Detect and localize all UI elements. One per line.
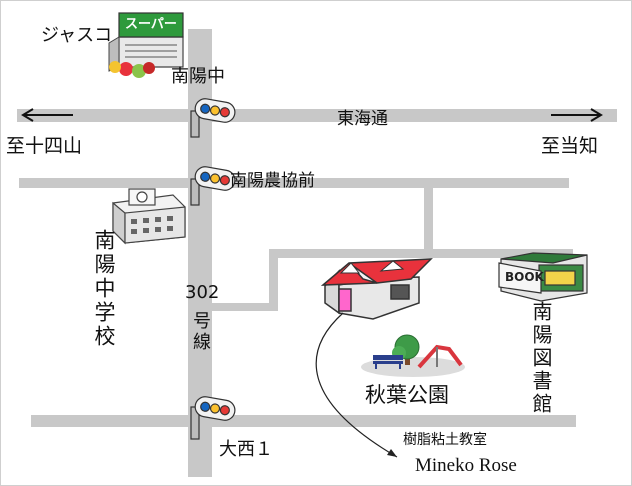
school-building-icon	[112, 188, 186, 245]
traffic-signal-icon	[190, 166, 236, 206]
classroom-name-label: Mineko Rose	[415, 455, 517, 476]
road-east-west-main	[17, 109, 617, 122]
road-bottom-horizontal	[31, 415, 576, 427]
school-label: 南陽中学校	[92, 229, 116, 349]
signal-nanyo-naka-label: 南陽中	[171, 66, 225, 87]
signal-nanyo-nokyo-label: 南陽農協前	[230, 171, 315, 191]
road-branch-horizontal	[273, 249, 573, 258]
road-branch-stub	[209, 303, 275, 311]
road-branch-vertical-left	[269, 249, 278, 311]
supermarket-name-label: ジャスコ	[41, 25, 113, 46]
classroom-type-label: 樹脂粘土教室	[403, 432, 487, 448]
pointer-line	[315, 312, 398, 458]
traffic-signal-icon	[190, 396, 236, 440]
library-label: 南陽図書館	[529, 301, 553, 416]
direction-west-label: 至十四山	[6, 135, 83, 157]
park-icon	[361, 334, 465, 377]
signal-onishi-label: 大西１	[219, 439, 273, 460]
route-suffix-label: 号線	[190, 311, 211, 353]
road-second-horizontal	[19, 178, 569, 188]
park-label: 秋葉公園	[365, 383, 449, 407]
road-branch-vertical-right	[424, 184, 433, 254]
supermarket-icon	[108, 12, 184, 78]
direction-east-label: 至当知	[541, 135, 599, 157]
arrow-left-icon	[21, 108, 73, 122]
house-icon	[320, 258, 433, 320]
library-icon	[498, 252, 588, 302]
road-east-west-label: 東海通	[337, 109, 388, 129]
pointer-arrowhead	[387, 449, 397, 457]
supermarket-sign: スーパー	[125, 17, 177, 32]
route-number-label: 302	[185, 282, 220, 303]
traffic-signal-icon	[190, 98, 236, 138]
book-sign: BOOK	[505, 270, 544, 284]
arrow-right-icon	[551, 108, 603, 122]
